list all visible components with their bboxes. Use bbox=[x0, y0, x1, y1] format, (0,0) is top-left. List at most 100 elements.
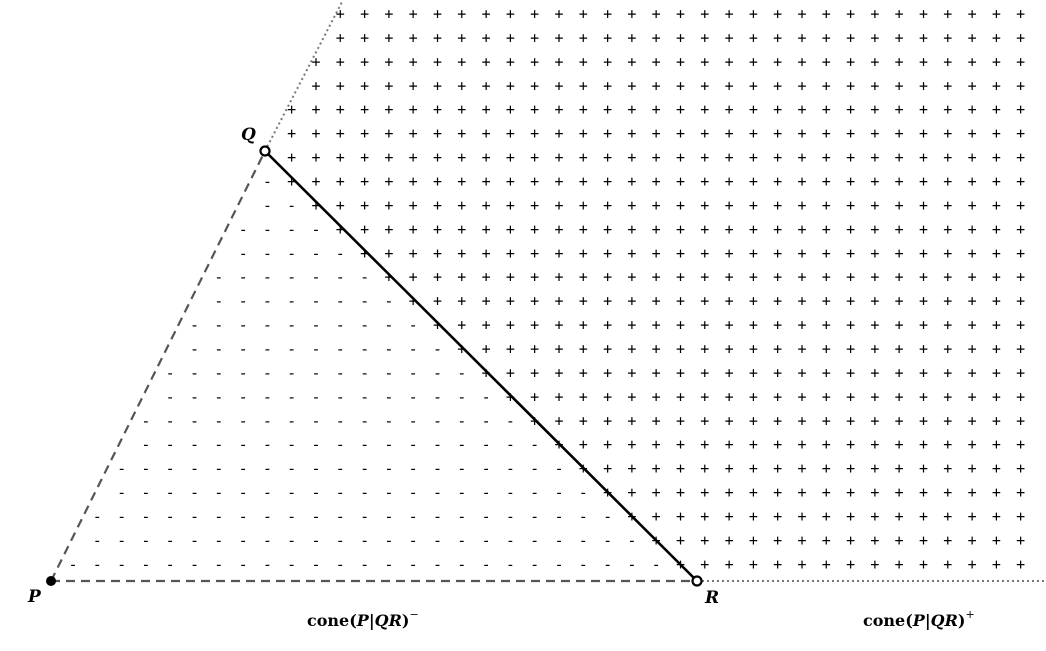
plus-sign: + bbox=[627, 364, 636, 382]
plus-sign: + bbox=[725, 555, 734, 573]
plus-sign: + bbox=[725, 125, 734, 143]
plus-sign: + bbox=[360, 101, 369, 119]
plus-sign: + bbox=[943, 292, 952, 310]
plus-sign: + bbox=[895, 5, 904, 23]
minus-sign: - bbox=[141, 555, 150, 573]
minus-sign: - bbox=[457, 484, 466, 502]
minus-sign: - bbox=[360, 412, 369, 430]
minus-sign: - bbox=[311, 292, 320, 310]
plus-sign: + bbox=[554, 364, 563, 382]
plus-sign: + bbox=[336, 29, 345, 47]
plus-sign: + bbox=[797, 173, 806, 191]
minus-sign: - bbox=[384, 412, 393, 430]
minus-sign: - bbox=[166, 388, 175, 406]
plus-sign: + bbox=[433, 292, 442, 310]
plus-sign: + bbox=[530, 268, 539, 286]
minus-sign: - bbox=[214, 364, 223, 382]
plus-sign: + bbox=[506, 53, 515, 71]
plus-sign: + bbox=[360, 125, 369, 143]
plus-sign: + bbox=[919, 388, 928, 406]
plus-sign: + bbox=[652, 508, 661, 526]
minus-sign: - bbox=[287, 220, 296, 238]
minus-sign: - bbox=[287, 412, 296, 430]
plus-sign: + bbox=[822, 77, 831, 95]
plus-sign: + bbox=[870, 196, 879, 214]
plus-sign: + bbox=[579, 220, 588, 238]
plus-sign: + bbox=[384, 5, 393, 23]
plus-sign: + bbox=[627, 101, 636, 119]
minus-sign: - bbox=[117, 532, 126, 550]
plus-sign: + bbox=[943, 412, 952, 430]
minus-sign: - bbox=[287, 436, 296, 454]
minus-sign: - bbox=[506, 532, 515, 550]
plus-sign: + bbox=[943, 364, 952, 382]
plus-sign: + bbox=[895, 244, 904, 262]
point-p-label: P bbox=[27, 587, 42, 607]
plus-sign: + bbox=[822, 173, 831, 191]
plus-sign: + bbox=[992, 316, 1001, 334]
plus-sign: + bbox=[1016, 125, 1025, 143]
minus-sign: - bbox=[554, 484, 563, 502]
minus-sign: - bbox=[579, 484, 588, 502]
minus-sign: - bbox=[336, 316, 345, 334]
minus-sign: - bbox=[117, 555, 126, 573]
plus-sign: + bbox=[919, 292, 928, 310]
minus-sign: - bbox=[214, 508, 223, 526]
plus-sign: + bbox=[797, 220, 806, 238]
plus-sign: + bbox=[676, 364, 685, 382]
plus-sign: + bbox=[530, 29, 539, 47]
plus-sign: + bbox=[773, 292, 782, 310]
minus-sign: - bbox=[433, 364, 442, 382]
plus-sign: + bbox=[409, 173, 418, 191]
plus-sign: + bbox=[652, 484, 661, 502]
plus-sign: + bbox=[433, 125, 442, 143]
plus-sign: + bbox=[797, 149, 806, 167]
plus-sign: + bbox=[773, 364, 782, 382]
plus-sign: + bbox=[943, 532, 952, 550]
plus-sign: + bbox=[725, 532, 734, 550]
plus-sign: + bbox=[482, 173, 491, 191]
plus-sign: + bbox=[895, 196, 904, 214]
plus-sign: + bbox=[554, 292, 563, 310]
plus-sign: + bbox=[919, 532, 928, 550]
minus-sign: - bbox=[93, 555, 102, 573]
plus-sign: + bbox=[579, 53, 588, 71]
plus-sign: + bbox=[822, 196, 831, 214]
plus-sign: + bbox=[579, 388, 588, 406]
plus-sign: + bbox=[482, 77, 491, 95]
plus-sign: + bbox=[409, 77, 418, 95]
minus-sign: - bbox=[214, 412, 223, 430]
plus-sign: + bbox=[773, 220, 782, 238]
plus-sign: + bbox=[1016, 173, 1025, 191]
plus-sign: + bbox=[725, 77, 734, 95]
plus-sign: + bbox=[457, 5, 466, 23]
plus-sign: + bbox=[773, 29, 782, 47]
plus-sign: + bbox=[676, 532, 685, 550]
plus-sign: + bbox=[1016, 555, 1025, 573]
plus-sign: + bbox=[627, 77, 636, 95]
plus-sign: + bbox=[725, 101, 734, 119]
plus-sign: + bbox=[870, 173, 879, 191]
minus-sign: - bbox=[360, 316, 369, 334]
plus-sign: + bbox=[336, 5, 345, 23]
minus-sign: - bbox=[360, 388, 369, 406]
plus-sign: + bbox=[652, 388, 661, 406]
plus-sign: + bbox=[870, 53, 879, 71]
plus-sign: + bbox=[870, 101, 879, 119]
minus-sign: - bbox=[239, 364, 248, 382]
plus-sign: + bbox=[700, 364, 709, 382]
plus-sign: + bbox=[895, 340, 904, 358]
plus-sign: + bbox=[530, 101, 539, 119]
minus-sign: - bbox=[263, 412, 272, 430]
minus-sign: - bbox=[409, 555, 418, 573]
plus-sign: + bbox=[457, 149, 466, 167]
minus-sign: - bbox=[360, 436, 369, 454]
plus-sign: + bbox=[1016, 292, 1025, 310]
minus-sign: - bbox=[336, 412, 345, 430]
plus-sign: + bbox=[700, 29, 709, 47]
minus-sign: - bbox=[311, 484, 320, 502]
plus-sign: + bbox=[603, 77, 612, 95]
minus-sign: - bbox=[384, 364, 393, 382]
minus-sign: - bbox=[311, 460, 320, 478]
minus-sign: - bbox=[141, 460, 150, 478]
